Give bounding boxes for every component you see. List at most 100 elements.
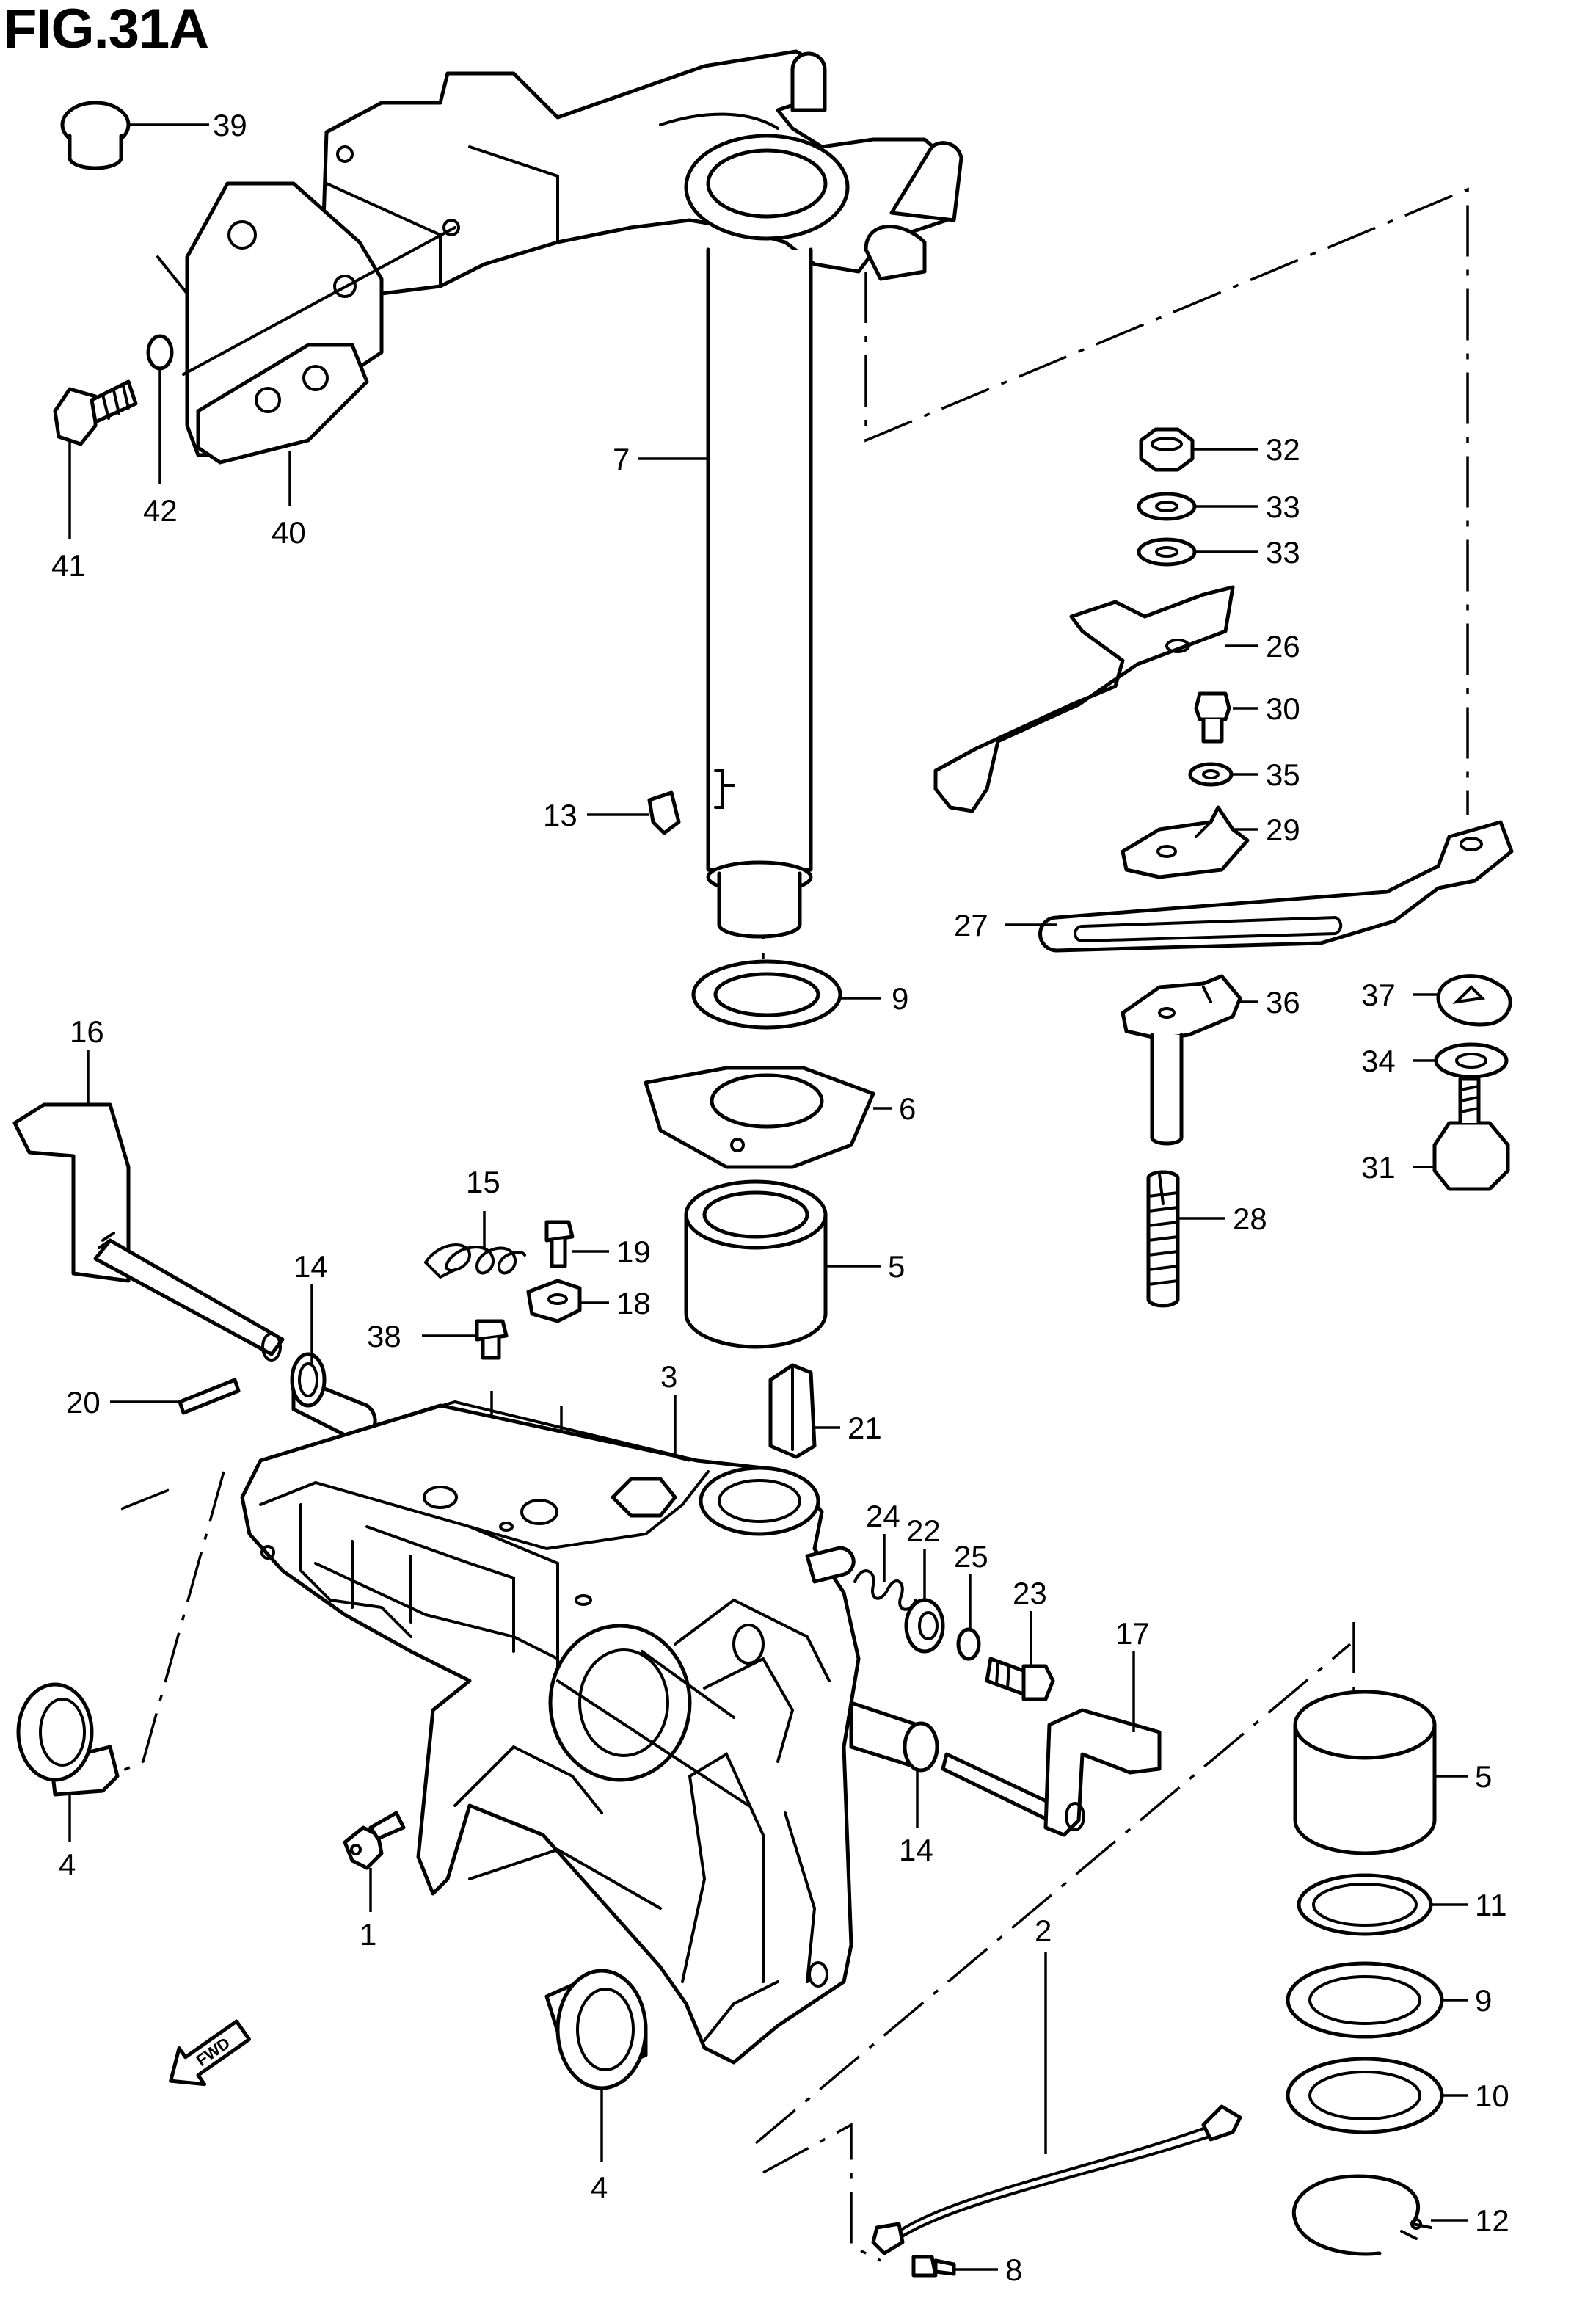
part-42-washer [146,334,174,371]
callout-9-upper: 9 [892,981,908,1016]
callout-41: 41 [51,548,86,583]
callout-20: 20 [66,1385,101,1419]
part-39-plug [60,101,131,170]
callout-23: 23 [1013,1576,1047,1610]
part-32-nut [1139,427,1195,472]
callout-8: 8 [1005,2253,1022,2287]
callout-5-upper: 5 [888,1249,905,1284]
part-18-clip [526,1279,582,1323]
figure-title: FIG.31A [3,0,209,60]
callout-6: 6 [899,1091,916,1126]
callout-39: 39 [213,108,247,142]
callout-18: 18 [616,1286,651,1320]
part-37-washer [1436,974,1512,1027]
callout-27: 27 [954,908,988,942]
callout-24: 24 [866,1499,900,1533]
part-31-adjust-nut [1432,1077,1510,1191]
part-5-bushing-lower [1293,1690,1437,1855]
callout-9-lower: 9 [1475,1983,1492,2018]
part-29-plate [1121,805,1250,879]
callout-17: 17 [1115,1616,1150,1651]
callout-42: 42 [143,493,178,528]
part-9-washer-upper [691,959,842,1030]
part-4-bushing-left [16,1682,120,1797]
part-7-steering-shaft [706,247,813,939]
callout-labels: 39 42 41 40 7 32 33 33 26 30 35 29 13 27… [51,108,1509,2287]
callout-37: 37 [1361,978,1396,1012]
part-17-tilt-lever [941,1708,1162,1837]
part-14-bushing-right [849,1701,939,1773]
callout-36: 36 [1266,985,1300,1019]
callout-21: 21 [848,1411,882,1445]
callout-40: 40 [272,515,306,550]
part-11-ring [1297,1873,1433,1936]
part-27-link-rod [1038,820,1514,953]
part-3-swivel-bracket [240,1400,861,2065]
part-8-screw [911,2255,956,2278]
part-16-tilt-lever [12,1102,285,1362]
part-26-lever [933,585,1235,813]
callout-34: 34 [1361,1044,1396,1078]
callout-13: 13 [543,798,577,832]
fwd-arrow-icon: FWD [169,2019,252,2087]
part-25-washer [956,1627,981,1661]
callout-10: 10 [1475,2079,1509,2113]
part-12-snap-ring [1291,2174,1432,2256]
callout-22: 22 [906,1513,941,1548]
part-35-washer [1188,762,1234,787]
mounting-bolt-axis [182,226,456,376]
callout-29: 29 [1266,813,1300,847]
part-20-pin [178,1378,241,1415]
part-41-bolt [53,379,138,446]
part-2-ground-wire [871,2104,1242,2255]
callout-19: 19 [616,1235,651,1269]
callout-31: 31 [1361,1150,1396,1185]
callout-35: 35 [1266,757,1300,792]
callout-1: 1 [360,1917,376,1952]
callout-2: 2 [1035,1913,1052,1948]
part-15-spring [424,1243,526,1279]
part-38-screw [475,1319,509,1360]
part-33-lockwasher-a [1137,492,1197,521]
callout-32: 32 [1266,432,1300,467]
callout-12: 12 [1475,2203,1509,2238]
part-28-threaded-rod [1146,1170,1180,1308]
part-6-plate [644,1066,875,1169]
callout-4-bottom: 4 [591,2170,608,2205]
callout-14-right: 14 [899,1833,933,1867]
callout-16: 16 [70,1014,104,1049]
callout-28: 28 [1233,1202,1267,1236]
part-19-screw [544,1220,575,1268]
part-30-bolt [1194,691,1231,744]
callout-26: 26 [1266,629,1300,664]
part-33-lockwasher-b [1137,537,1197,567]
callout-25: 25 [954,1539,988,1574]
callout-5-lower: 5 [1475,1759,1492,1794]
callout-38: 38 [367,1319,401,1353]
callout-7: 7 [613,442,630,476]
part-13-key [647,790,681,835]
part-36-pivot [1121,974,1242,1146]
callout-leaders [68,123,1468,2271]
callout-30: 30 [1266,691,1300,726]
part-23-bolt [985,1657,1055,1701]
part-5-bushing-upper [684,1179,828,1349]
part-10-washer [1286,2057,1444,2134]
callout-4-left: 4 [59,1847,76,1882]
part-4-bushing-bottom [544,1969,648,2090]
callout-3: 3 [660,1359,677,1394]
callout-11: 11 [1475,1888,1507,1922]
callout-33a: 33 [1266,490,1300,524]
steering-bracket [321,49,963,296]
part-1-grease-nipple [343,1811,406,1870]
part-34-washer [1434,1042,1509,1079]
callout-33b: 33 [1266,535,1300,570]
part-9-washer-lower [1286,1961,1444,2039]
part-24-spring [853,1569,917,1611]
part-22-detent [904,1598,945,1654]
part-21-stopper [768,1363,817,1459]
callout-15: 15 [466,1165,500,1199]
callout-14-left: 14 [294,1249,328,1284]
